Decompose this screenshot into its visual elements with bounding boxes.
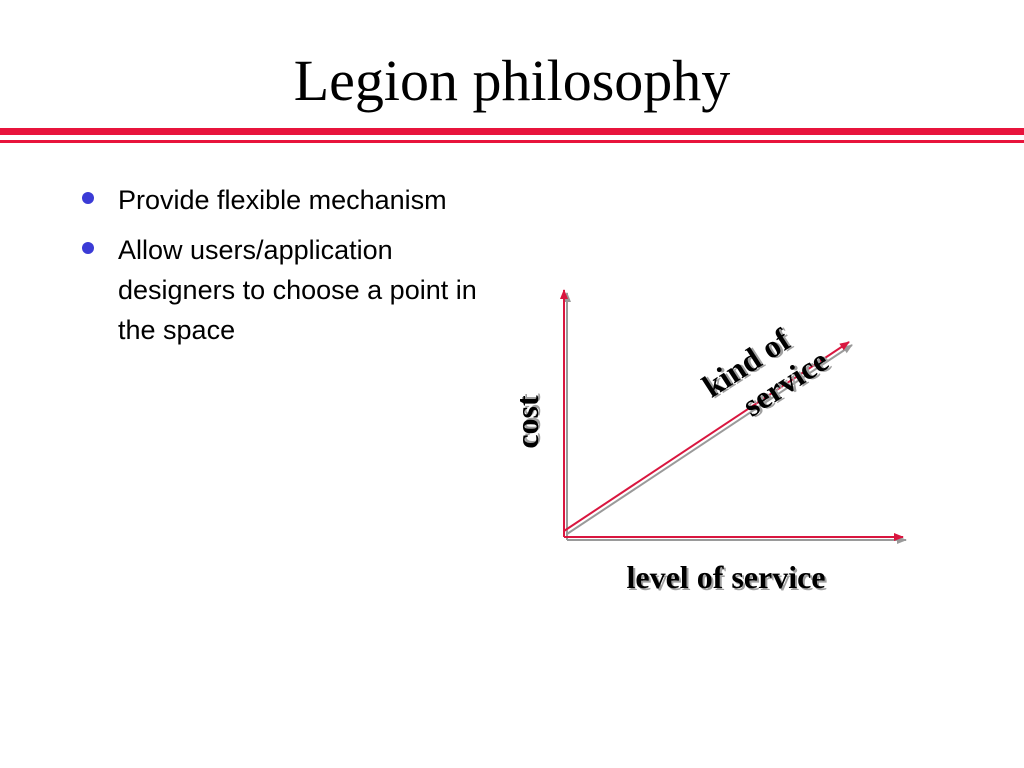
diagonal-axis-label: kind of kind of service service	[696, 321, 838, 424]
bullet-dot-icon	[82, 242, 94, 254]
bullet-item: Allow users/application designers to cho…	[80, 230, 480, 350]
x-axis-label-text: level of service	[627, 559, 826, 595]
bullet-text: Provide flexible mechanism	[118, 185, 447, 215]
bullet-text: Allow users/application designers to cho…	[118, 235, 477, 345]
x-axis-label: level of service level of service	[627, 559, 828, 597]
y-axis-label: cost cost	[509, 393, 547, 449]
slide-title: Legion philosophy	[293, 48, 731, 113]
diagonal-axis	[563, 341, 850, 532]
y-axis-label-text: cost	[509, 395, 545, 449]
diagonal-axis-shadow	[566, 344, 853, 535]
title-rule-thin	[0, 140, 1024, 143]
y-axis-label-shadow: cost	[511, 393, 547, 447]
bullet-list: Provide flexible mechanism Allow users/a…	[80, 180, 480, 360]
title-rule-thick	[0, 128, 1024, 135]
bullet-item: Provide flexible mechanism	[80, 180, 480, 220]
x-axis-label-shadow: level of service	[629, 561, 828, 597]
bullet-dot-icon	[82, 192, 94, 204]
